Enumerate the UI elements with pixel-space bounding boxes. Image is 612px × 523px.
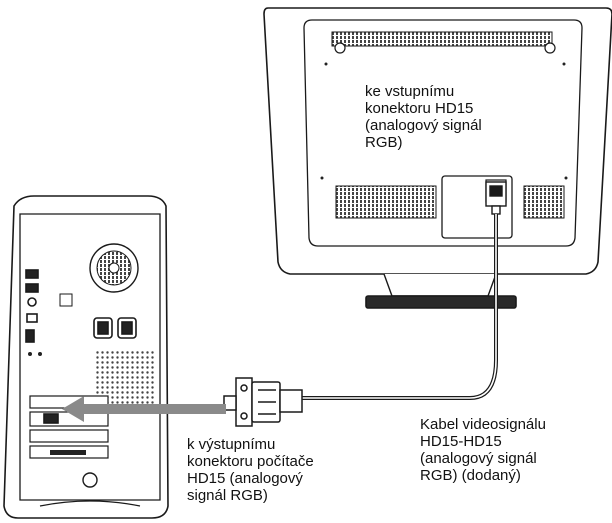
cable-label-line: (analogový signál	[420, 450, 537, 467]
computer-output-label: k výstupnímu konektoru počítače HD15 (an…	[187, 436, 314, 504]
monitor-lower-vent-right	[523, 185, 565, 219]
monitor-lower-vent-left	[335, 185, 437, 219]
monitor-top-vent	[331, 31, 553, 47]
monitor-input-label-line: konektoru HD15	[365, 100, 474, 117]
monitor-input-label-line: RGB)	[365, 134, 403, 151]
cable-label-line: Kabel videosignálu	[420, 416, 546, 433]
screw-icon	[544, 42, 556, 54]
screw-icon	[334, 42, 346, 54]
expansion-slot-graphics	[29, 411, 109, 427]
hd15-connector	[223, 377, 303, 427]
cable-label-line: RGB) (dodaný)	[420, 467, 521, 484]
computer-output-label-line: k výstupnímu	[187, 436, 276, 453]
monitor-stand	[383, 273, 497, 297]
pointer-arrow	[62, 396, 226, 422]
computer	[3, 195, 169, 519]
cable-label-line: HD15-HD15	[420, 433, 502, 450]
monitor-base	[365, 295, 517, 309]
computer-output-label-line: signál RGB)	[187, 487, 268, 504]
computer-output-label-line: konektoru počítače	[187, 453, 314, 470]
monitor-input-label-line: (analogový signál	[365, 117, 482, 134]
monitor	[263, 7, 612, 309]
monitor-cable-plug	[485, 181, 507, 215]
expansion-slot	[29, 429, 109, 443]
cable-label: Kabel videosignálu HD15-HD15 (analogový …	[420, 416, 546, 484]
monitor-input-label: ke vstupnímu konektoru HD15 (analogový s…	[365, 83, 482, 151]
monitor-input-label-line: ke vstupnímu	[365, 83, 455, 100]
computer-output-label-line: HD15 (analogový	[187, 470, 303, 487]
lock-ring-icon	[82, 472, 98, 488]
